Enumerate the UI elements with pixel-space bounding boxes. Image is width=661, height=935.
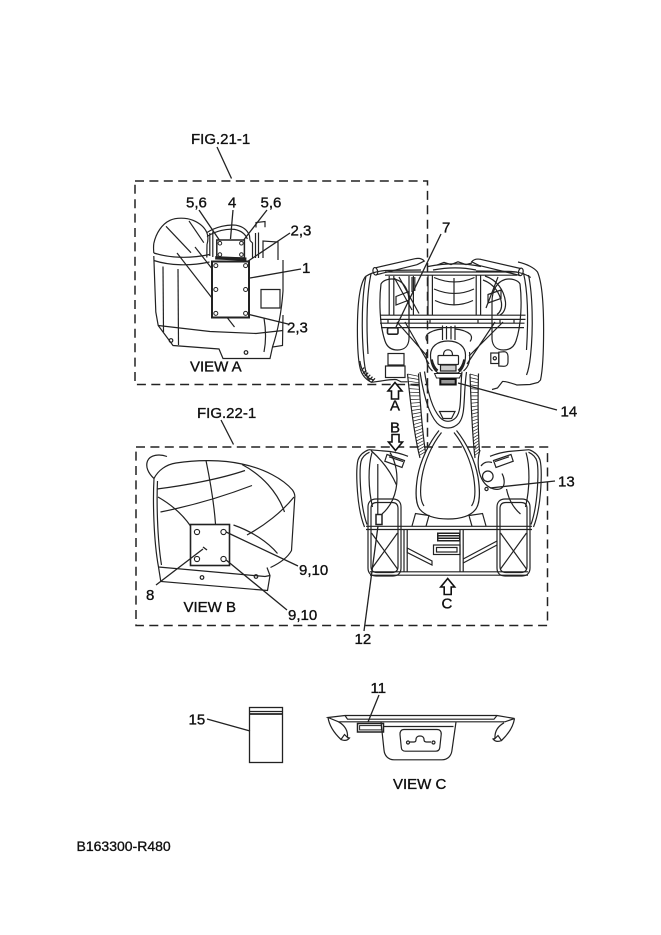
- svg-text:7: 7: [442, 220, 450, 237]
- svg-text:FIG.21-1: FIG.21-1: [191, 131, 250, 148]
- svg-text:5,6: 5,6: [261, 195, 282, 212]
- svg-text:13: 13: [558, 474, 575, 491]
- svg-text:B163300-R480: B163300-R480: [77, 838, 171, 854]
- svg-text:C: C: [442, 596, 453, 613]
- svg-text:11: 11: [371, 680, 387, 697]
- svg-text:2,3: 2,3: [287, 320, 308, 337]
- svg-text:A: A: [390, 398, 400, 415]
- svg-text:1: 1: [302, 260, 310, 277]
- svg-text:9,10: 9,10: [299, 562, 328, 579]
- svg-text:B: B: [390, 420, 400, 437]
- svg-text:4: 4: [228, 195, 236, 212]
- svg-text:2,3: 2,3: [291, 223, 312, 240]
- svg-text:14: 14: [561, 404, 578, 421]
- svg-text:VIEW A: VIEW A: [190, 359, 242, 376]
- svg-text:8: 8: [146, 587, 154, 604]
- svg-text:12: 12: [355, 631, 372, 648]
- svg-text:15: 15: [189, 712, 206, 729]
- svg-text:FIG.22-1: FIG.22-1: [197, 405, 256, 422]
- svg-text:VIEW B: VIEW B: [184, 599, 237, 616]
- svg-text:9,10: 9,10: [288, 607, 317, 624]
- svg-text:VIEW C: VIEW C: [393, 776, 447, 793]
- svg-text:5,6: 5,6: [186, 195, 207, 212]
